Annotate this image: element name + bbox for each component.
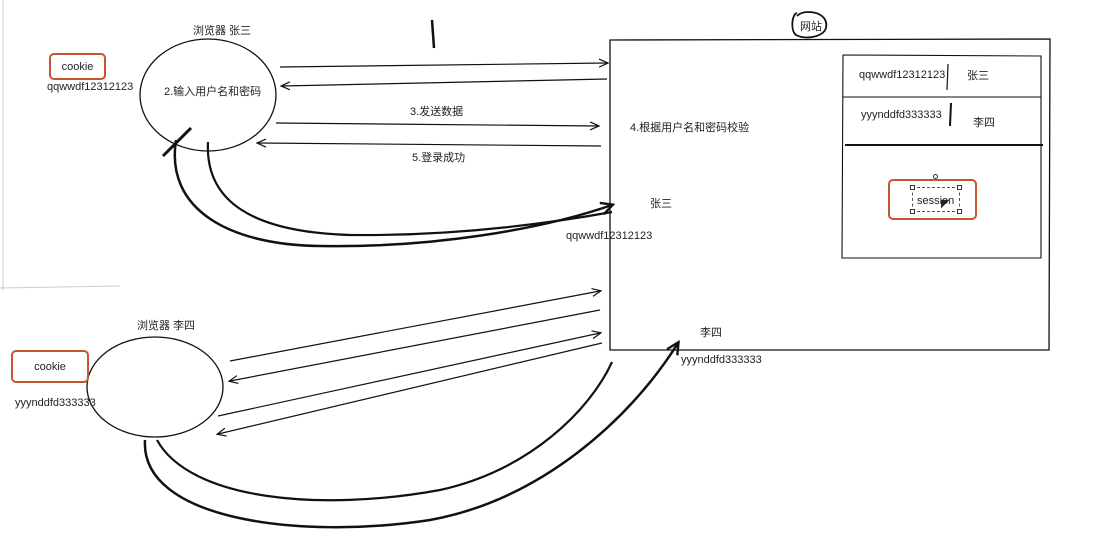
session-row-1-id: qqwwdf12312123 xyxy=(859,69,946,81)
website-user-b-name: 李四 xyxy=(700,327,722,339)
cookie-label-bottom: cookie xyxy=(34,360,66,373)
resize-handle-br[interactable] xyxy=(957,209,962,214)
arrow-login-success xyxy=(258,143,602,146)
website-user-b-id: yyynddfd333333 xyxy=(681,354,762,366)
arrow-response-top xyxy=(282,78,608,86)
arrow-send-data xyxy=(275,123,598,126)
session-row-2-name: 李四 xyxy=(973,117,995,129)
mid-divider-line xyxy=(0,285,121,289)
browser-bottom-title: 浏览器 李四 xyxy=(137,320,196,332)
session-table-box xyxy=(841,54,1042,259)
cookie-value-bottom: yyynddfd333333 xyxy=(15,397,96,409)
curve-top-start-tick xyxy=(161,126,193,158)
curve-top-inner xyxy=(206,141,613,237)
cookie-box-bottom: cookie xyxy=(11,350,89,383)
session-row-2-id: yyynddfd333333 xyxy=(861,109,942,121)
website-tag-circle xyxy=(791,11,828,39)
send-data-label: 3.发送数据 xyxy=(410,106,464,118)
pointer-cursor-icon: ◤ xyxy=(941,198,950,210)
arrow-response-bottom-2 xyxy=(218,342,603,434)
browser-top-circle-text: 2.输入用户名和密码 xyxy=(164,86,262,98)
session-col-divider-1 xyxy=(946,63,949,91)
session-row-1-name: 张三 xyxy=(967,70,989,82)
session-box[interactable] xyxy=(888,179,977,220)
website-user-a-name: 张三 xyxy=(650,198,672,210)
session-label: session xyxy=(917,195,955,207)
selection-frame[interactable] xyxy=(912,187,960,212)
cookie-value-top: qqwwdf12312123 xyxy=(47,81,134,93)
arrow-response-bottom-1 xyxy=(230,309,601,381)
browser-bottom-circle xyxy=(86,336,224,438)
verify-text: 4.根据用户名和密码校验 xyxy=(630,122,750,134)
browser-top-title: 浏览器 张三 xyxy=(193,25,252,37)
resize-handle-bl[interactable] xyxy=(910,209,915,214)
website-user-a-id: qqwwdf12312123 xyxy=(566,230,653,242)
website-box xyxy=(609,38,1051,351)
curve-top-outer xyxy=(173,139,612,248)
curve-bottom-outer xyxy=(143,343,678,529)
arrow-request-bottom-2 xyxy=(217,333,600,417)
cookie-box-top: cookie xyxy=(49,53,106,80)
curve-bottom-inner xyxy=(156,361,613,502)
resize-handle-tl[interactable] xyxy=(910,185,915,190)
stray-mark xyxy=(430,19,436,49)
rotate-handle[interactable] xyxy=(933,174,938,179)
arrow-request-top xyxy=(279,63,607,67)
login-success-label: 5.登录成功 xyxy=(412,152,466,164)
website-tag: 网站 xyxy=(800,21,822,33)
session-col-divider-2 xyxy=(949,102,952,127)
cookie-label-top: cookie xyxy=(61,60,94,73)
arrow-request-bottom-1 xyxy=(229,291,600,362)
resize-handle-tr[interactable] xyxy=(957,185,962,190)
